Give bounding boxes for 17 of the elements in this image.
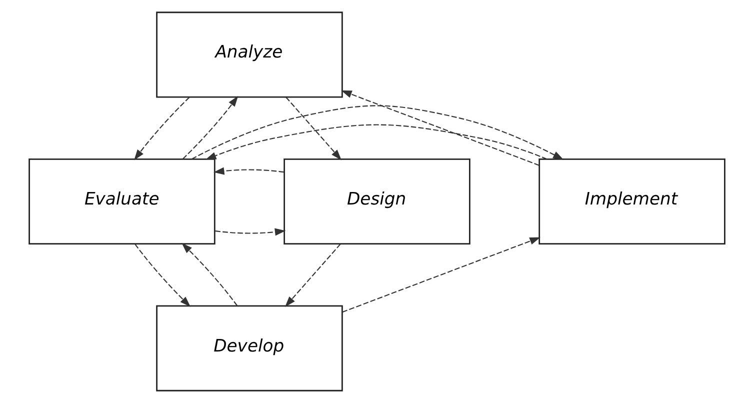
arrow	[213, 167, 284, 175]
arrow	[284, 244, 340, 307]
arrow	[134, 96, 190, 160]
arrow	[190, 105, 564, 160]
node-box: Design	[283, 158, 470, 245]
arrow	[181, 242, 238, 306]
node-box: Evaluate	[28, 158, 215, 245]
arrow	[342, 237, 540, 313]
node-box: Implement	[538, 158, 725, 245]
node-box: Analyze	[156, 12, 342, 98]
node-box: Develop	[156, 305, 342, 392]
arrow	[134, 244, 190, 307]
arrow	[340, 90, 539, 166]
arrow	[285, 96, 342, 160]
arrow	[214, 228, 286, 236]
arrow	[182, 96, 238, 160]
arrow	[204, 124, 547, 160]
